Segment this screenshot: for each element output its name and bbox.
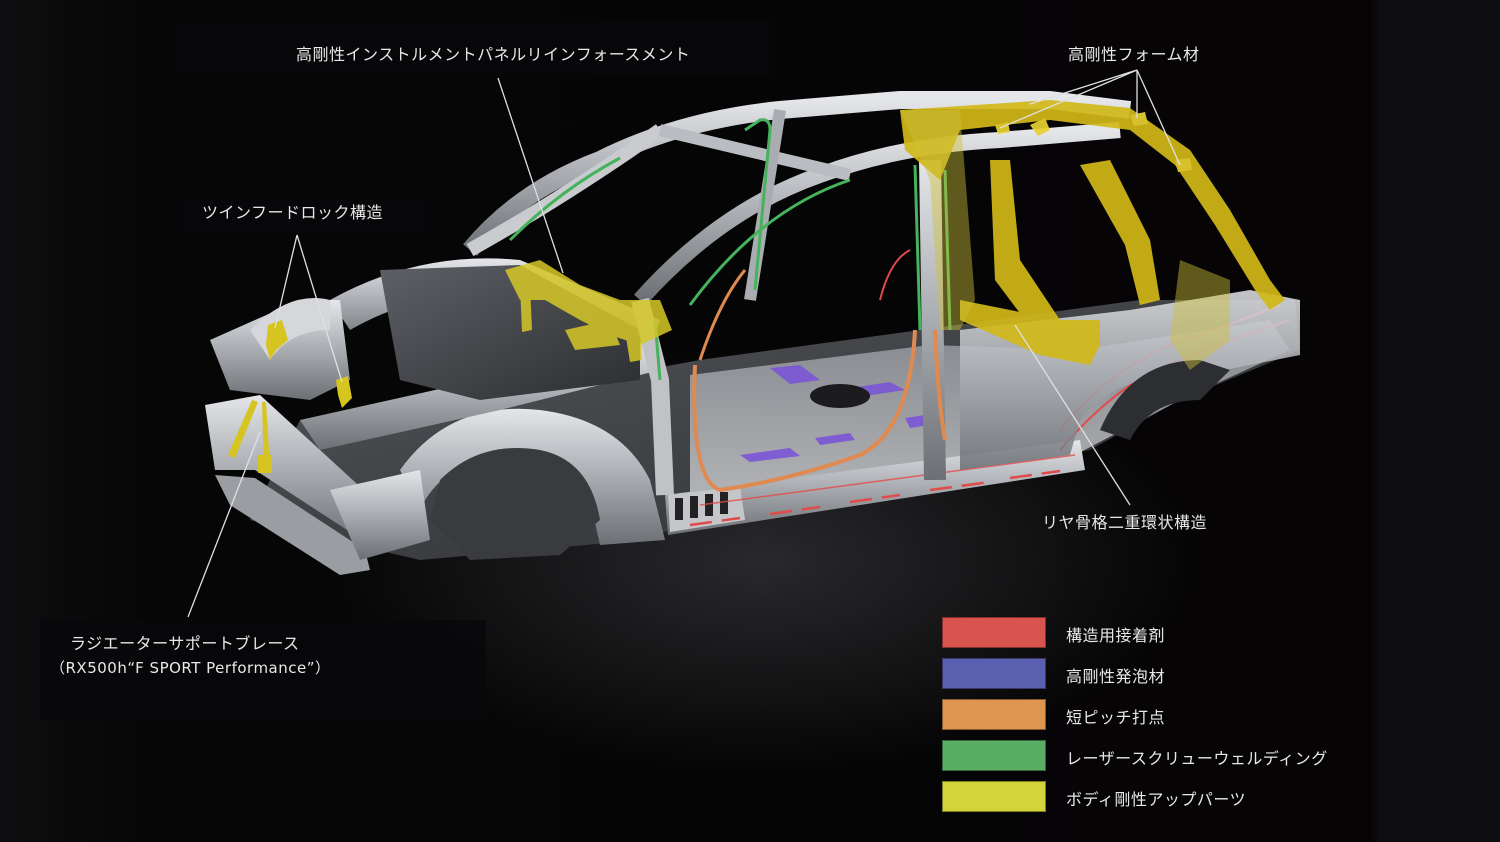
body-stiffness-parts-translucent bbox=[900, 110, 1230, 370]
legend-swatch bbox=[942, 617, 1046, 648]
callout-radiator-support-brace-model: （RX500h“F SPORT Performance”） bbox=[50, 659, 331, 677]
legend-label: 短ピッチ打点 bbox=[1066, 708, 1166, 727]
callout-rear-double-ring-structure: リヤ骨格二重環状構造 bbox=[1042, 513, 1208, 532]
legend-item-laser-screw-welding: レーザースクリューウェルディング bbox=[942, 740, 1362, 771]
leader-line-radiator bbox=[187, 431, 261, 618]
legend-swatch bbox=[942, 658, 1046, 689]
legend-label: 構造用接着剤 bbox=[1066, 626, 1166, 645]
leader-line-instrument-panel bbox=[497, 77, 564, 274]
legend-item-high-rigidity-foam: 高剛性発泡材 bbox=[942, 658, 1362, 689]
legend-label: レーザースクリューウェルディング bbox=[1066, 749, 1328, 768]
leader-line-hood-lock bbox=[274, 234, 343, 383]
legend-label: 高剛性発泡材 bbox=[1066, 667, 1166, 686]
legend-swatch bbox=[942, 699, 1046, 730]
label-panel-radiator bbox=[40, 620, 486, 720]
legend-label: ボディ剛性アップパーツ bbox=[1066, 790, 1247, 809]
instrument-panel-reinforcement bbox=[505, 260, 672, 362]
legend-item-body-stiffness-parts: ボディ剛性アップパーツ bbox=[942, 781, 1362, 812]
leader-line-foam bbox=[999, 69, 1181, 166]
callout-twin-hood-lock: ツインフードロック構造 bbox=[202, 203, 384, 222]
label-panel-hood bbox=[178, 196, 430, 234]
front-structure bbox=[205, 258, 665, 575]
leader-lines bbox=[187, 69, 1181, 618]
callout-radiator-support-brace: ラジエーターサポートブレース bbox=[70, 634, 300, 653]
callout-instrument-panel-reinforcement: 高剛性インストルメントパネルリインフォースメント bbox=[296, 45, 691, 64]
legend-swatch bbox=[942, 740, 1046, 771]
body-stiffness-parts-rear bbox=[900, 100, 1285, 365]
label-panel-top bbox=[175, 22, 775, 78]
callout-high-rigidity-foam: 高剛性フォーム材 bbox=[1068, 45, 1200, 64]
leader-line-rear-structure bbox=[1014, 324, 1131, 506]
legend-item-structural-adhesive: 構造用接着剤 bbox=[942, 617, 1362, 648]
legend-item-short-pitch-welding: 短ピッチ打点 bbox=[942, 699, 1362, 730]
legend-swatch bbox=[942, 781, 1046, 812]
